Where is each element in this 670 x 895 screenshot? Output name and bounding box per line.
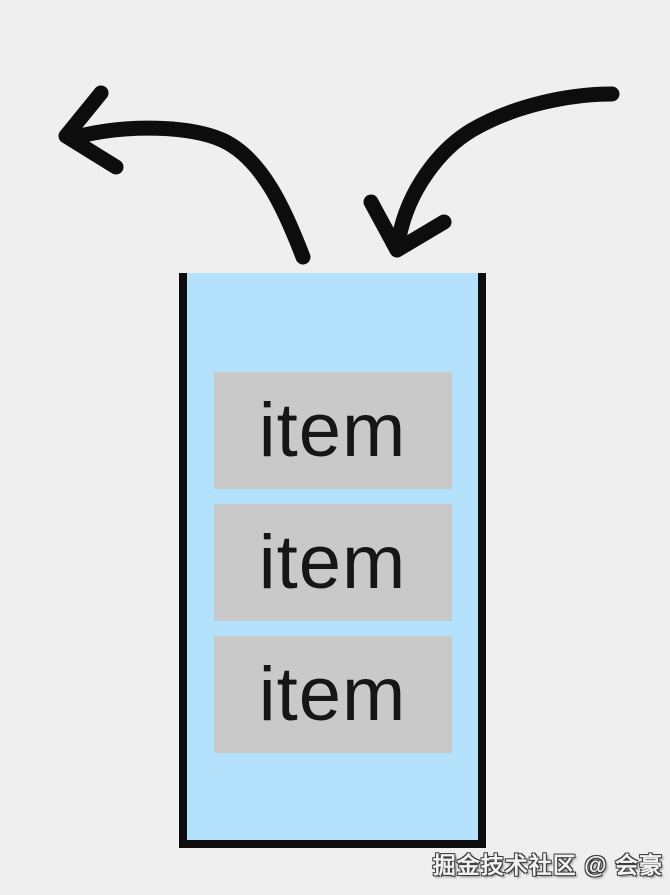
watermark: 掘金技术社区 @ 会豪 (432, 852, 663, 878)
stack-container: item item item (179, 273, 486, 848)
stack-item-label: item (258, 387, 407, 473)
stack-item: item (213, 372, 452, 489)
pop-arrow-icon (58, 85, 311, 265)
stack-item: item (213, 636, 452, 753)
stack-item: item (213, 504, 452, 621)
stack-item-label: item (258, 519, 407, 605)
stack-item-label: item (258, 651, 407, 737)
push-arrow-icon (363, 86, 620, 258)
